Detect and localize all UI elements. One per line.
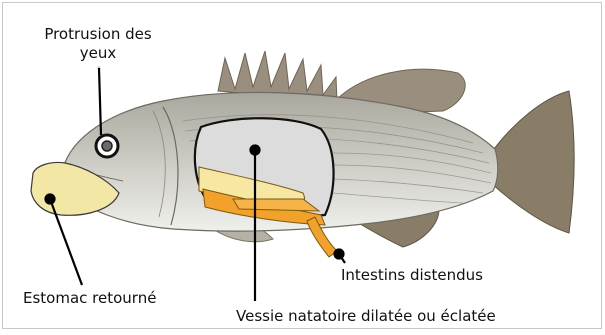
eye-icon: [96, 135, 118, 157]
tail-fin: [491, 91, 574, 233]
label-swim-bladder: Vessie natatoire dilatée ou éclatée: [236, 307, 496, 326]
label-eye-protrusion: Protrusion des yeux: [43, 25, 153, 63]
diagram-frame: Protrusion des yeux Estomac retourné Int…: [2, 2, 602, 329]
label-distended-intestines: Intestins distendus: [341, 266, 483, 285]
label-everted-stomach: Estomac retourné: [23, 289, 156, 308]
